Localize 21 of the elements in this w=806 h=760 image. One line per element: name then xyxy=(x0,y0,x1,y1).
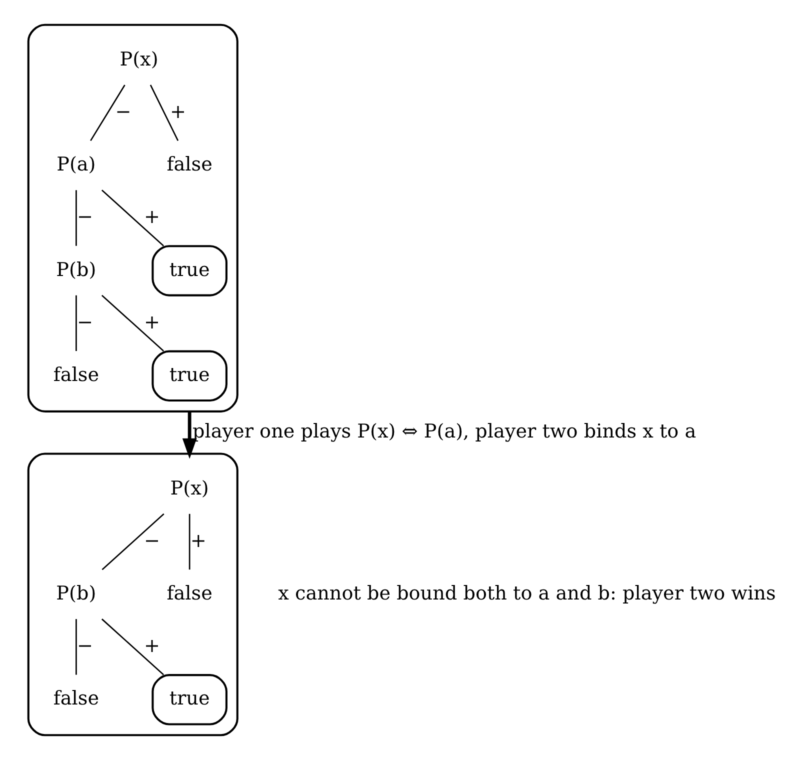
edge-label: + xyxy=(170,100,186,124)
node-text: false xyxy=(53,362,100,386)
edge-label: − xyxy=(77,205,94,228)
edge-label: + xyxy=(144,205,160,228)
label: x cannot be bound both to a and b: player two wins xyxy=(278,582,776,605)
node-text: P(a) xyxy=(56,152,96,176)
edge-label: + xyxy=(144,310,160,334)
edge-label: player one plays P(x) ⇔ P(a), player two binds x to a xyxy=(192,420,696,443)
edge-label: + xyxy=(190,528,206,552)
edge-label: − xyxy=(144,528,160,552)
node-text: P(b) xyxy=(56,582,96,605)
node-text: false xyxy=(166,582,212,605)
edge-label: + xyxy=(144,634,160,658)
node-text: P(x) xyxy=(120,47,158,70)
edge-label: − xyxy=(77,310,94,334)
node-text: P(b) xyxy=(56,258,96,281)
edge-label: − xyxy=(77,634,94,658)
edge-label: − xyxy=(115,100,132,124)
node-text: false xyxy=(166,152,212,176)
node-text: false xyxy=(53,686,100,710)
node-text: P(x) xyxy=(170,476,209,500)
